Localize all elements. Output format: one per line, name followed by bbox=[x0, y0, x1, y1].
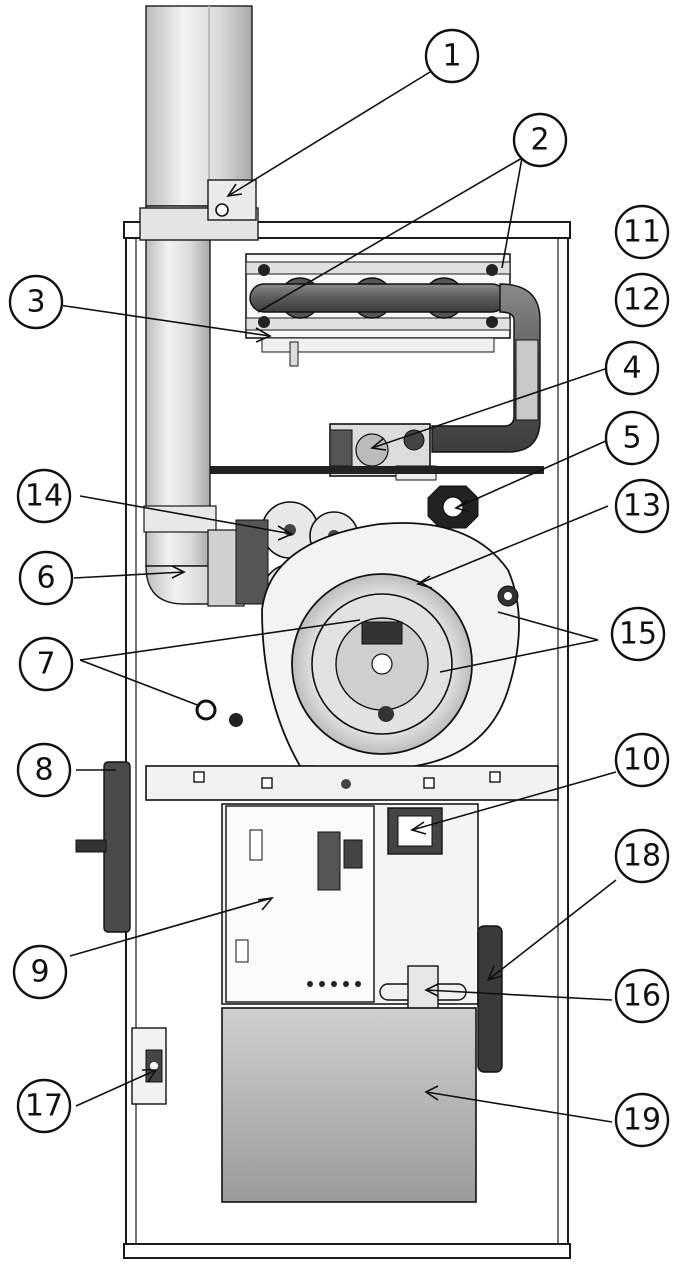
callout-4: 4 bbox=[604, 340, 660, 396]
svg-text:17: 17 bbox=[25, 1089, 63, 1124]
rollout-switch bbox=[427, 485, 479, 529]
side-handle bbox=[75, 761, 131, 933]
callout-13: 13 bbox=[614, 478, 670, 534]
callout-8: 8 bbox=[16, 742, 72, 798]
callout-18: 18 bbox=[614, 828, 670, 884]
svg-text:7: 7 bbox=[36, 647, 55, 682]
limit-switches bbox=[195, 699, 243, 727]
callout-6: 6 bbox=[18, 550, 74, 606]
callout-1: 1 bbox=[424, 28, 480, 84]
callout-12: 12 bbox=[614, 272, 670, 328]
callout-10: 10 bbox=[614, 732, 670, 788]
svg-text:14: 14 bbox=[25, 479, 63, 514]
mid-bracket bbox=[145, 765, 559, 801]
blower-housing bbox=[221, 1007, 477, 1203]
callout-7: 7 bbox=[18, 636, 74, 692]
callout-16: 16 bbox=[614, 968, 670, 1024]
svg-text:6: 6 bbox=[36, 561, 55, 596]
callout-2: 2 bbox=[512, 112, 568, 168]
svg-text:9: 9 bbox=[30, 955, 49, 990]
leader-lines bbox=[51, 71, 617, 1123]
callout-17: 17 bbox=[16, 1078, 72, 1134]
svg-text:10: 10 bbox=[623, 743, 661, 778]
svg-text:2: 2 bbox=[530, 123, 549, 158]
gas-manifold bbox=[249, 283, 541, 453]
door-switch bbox=[131, 1027, 167, 1105]
svg-text:15: 15 bbox=[619, 617, 657, 652]
callout-5: 5 bbox=[604, 410, 660, 466]
callout-11: 11 bbox=[614, 204, 670, 260]
svg-text:3: 3 bbox=[26, 285, 45, 320]
svg-text:18: 18 bbox=[623, 839, 661, 874]
callout-3: 3 bbox=[8, 274, 64, 330]
svg-text:11: 11 bbox=[623, 215, 661, 250]
svg-text:13: 13 bbox=[623, 489, 661, 524]
callout-15: 15 bbox=[610, 606, 666, 662]
svg-text:4: 4 bbox=[622, 351, 641, 386]
callout-14: 14 bbox=[16, 468, 72, 524]
callout-19: 19 bbox=[614, 1092, 670, 1148]
terminal-strip bbox=[307, 981, 361, 987]
svg-text:5: 5 bbox=[622, 421, 641, 456]
svg-text:1: 1 bbox=[442, 39, 461, 74]
svg-text:8: 8 bbox=[34, 753, 53, 788]
svg-text:19: 19 bbox=[623, 1103, 661, 1138]
vent-pipe bbox=[139, 5, 259, 607]
svg-text:12: 12 bbox=[623, 283, 661, 318]
inducer-blower bbox=[261, 522, 520, 769]
callout-9: 9 bbox=[12, 944, 68, 1000]
blower-motor bbox=[477, 925, 503, 1073]
control-board bbox=[221, 803, 479, 1005]
svg-text:16: 16 bbox=[623, 979, 661, 1014]
